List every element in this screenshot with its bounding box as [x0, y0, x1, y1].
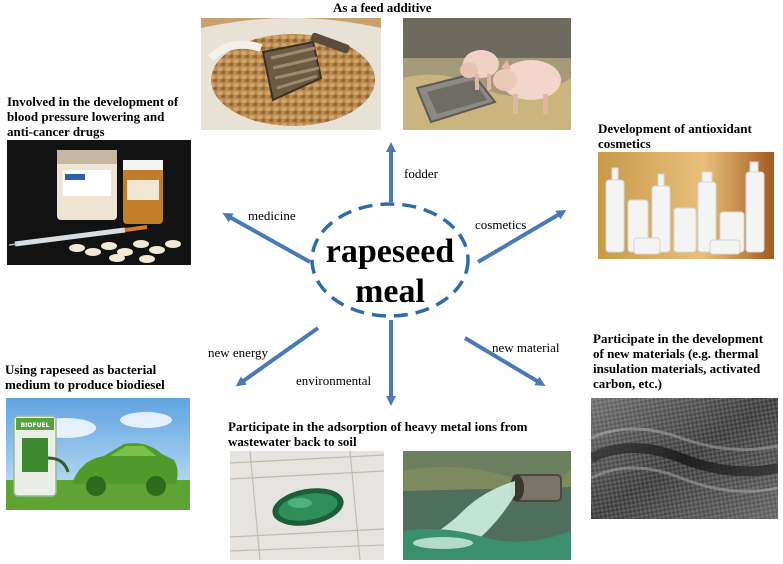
- label-new-energy: new energy: [208, 345, 269, 360]
- pigs-image: [403, 18, 571, 130]
- caption-new-energy: Using rapeseed as bacterial medium to pr…: [5, 362, 165, 392]
- center-title: rapeseed meal: [315, 232, 465, 312]
- carbon-fiber-image: [591, 398, 778, 519]
- arrow-new-energy: [235, 326, 320, 387]
- cosmetics-image: [598, 152, 774, 259]
- label-fodder: fodder: [404, 166, 438, 181]
- center-title-line2: meal: [355, 273, 425, 310]
- center-ellipse: [310, 202, 470, 318]
- biofuel-sign-text: BIOFUEL: [21, 422, 50, 429]
- caption-new-material: Participate in the development of new ma…: [593, 331, 764, 391]
- label-new-material: new material: [492, 340, 560, 355]
- wastewater-pipe-image: [403, 451, 571, 560]
- caption-cosmetics: Development of antioxidant cosmetics: [598, 121, 752, 151]
- label-cosmetics: cosmetics: [475, 217, 527, 232]
- label-medicine: medicine: [248, 208, 296, 223]
- label-environmental: environmental: [296, 373, 372, 388]
- drugs-image: [7, 140, 191, 265]
- caption-medicine: Involved in the development of blood pre…: [7, 94, 179, 139]
- biofuel-car-image: BIOFUEL: [6, 398, 190, 510]
- arrow-medicine: [222, 213, 311, 264]
- caption-environmental: Participate in the adsorption of heavy m…: [228, 419, 528, 449]
- caption-fodder: As a feed additive: [333, 0, 432, 15]
- polluted-pond-image: [230, 451, 384, 560]
- arrow-cosmetics: [476, 209, 567, 264]
- arrow-new-material: [463, 336, 546, 387]
- feed-sack-image: [201, 18, 381, 130]
- center-title-line1: rapeseed: [325, 233, 455, 270]
